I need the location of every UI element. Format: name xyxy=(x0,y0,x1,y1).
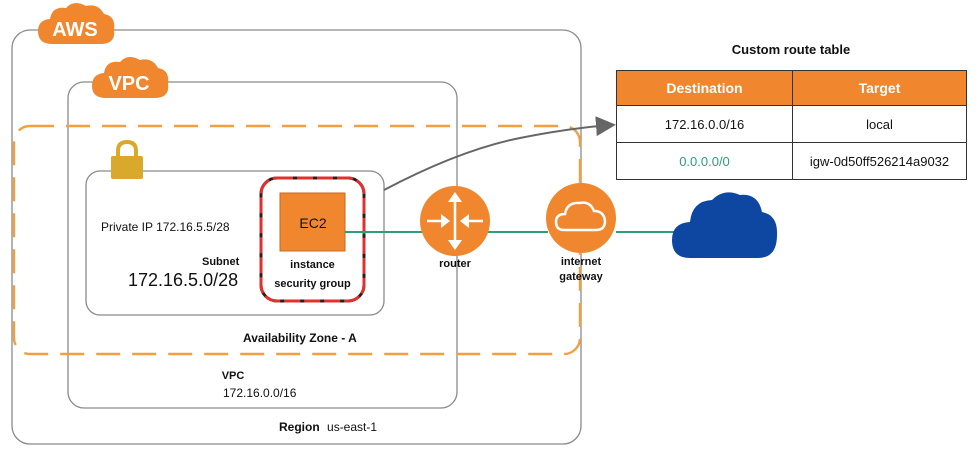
route-table-title: Custom route table xyxy=(731,42,851,57)
vpc-badge-label: VPC xyxy=(108,73,149,95)
table-row: 172.16.0.0/16 local xyxy=(616,105,967,143)
router-icon xyxy=(420,186,490,256)
lock-icon xyxy=(111,139,143,179)
route-table-header-target: Target xyxy=(792,70,967,106)
ec2-instance-icon xyxy=(279,192,346,252)
route-target-cell: igw-0d50ff526214a9032 xyxy=(792,142,967,180)
router-label: router xyxy=(439,258,471,270)
gateway-label-line1: internet xyxy=(560,256,602,268)
security-group-dash xyxy=(259,176,366,303)
subnet-cidr: 172.16.5.0/28 xyxy=(128,270,239,290)
internet-cloud-icon xyxy=(672,192,778,258)
ec2-caption-instance: instance xyxy=(290,259,335,271)
private-ip-label: Private IP 172.16.5.5/28 xyxy=(101,220,230,234)
route-table-arrow xyxy=(383,116,616,191)
region-name: us-east-1 xyxy=(327,420,378,434)
route-table-header-destination: Destination xyxy=(616,70,793,106)
route-destination-cell: 172.16.0.0/16 xyxy=(616,105,793,143)
ec2-caption-security-group: security group xyxy=(274,278,351,290)
aws-badge-label: AWS xyxy=(52,19,98,41)
ec2-label: EC2 xyxy=(299,215,326,231)
region-label: Region xyxy=(279,420,320,434)
route-table: Destination Target 172.16.0.0/16 local 0… xyxy=(616,70,967,180)
vpc-label: VPC xyxy=(221,370,245,382)
subnet-label: Subnet xyxy=(202,256,240,268)
region-label-group: Region us-east-1 xyxy=(279,420,377,434)
route-destination-cell: 0.0.0.0/0 xyxy=(616,142,793,180)
route-target-cell: local xyxy=(792,105,967,143)
subnet-box xyxy=(85,170,385,316)
vpc-cidr: 172.16.0.0/16 xyxy=(223,386,297,400)
gateway-label-line2: gateway xyxy=(559,271,603,283)
vpc-badge-icon xyxy=(92,56,169,98)
internet-gateway-icon xyxy=(546,183,616,253)
availability-zone-label: Availability Zone - A xyxy=(243,331,357,345)
route-table-header-row: Destination Target xyxy=(616,70,967,106)
aws-badge-icon xyxy=(38,2,115,44)
table-row: 0.0.0.0/0 igw-0d50ff526214a9032 xyxy=(616,142,967,180)
